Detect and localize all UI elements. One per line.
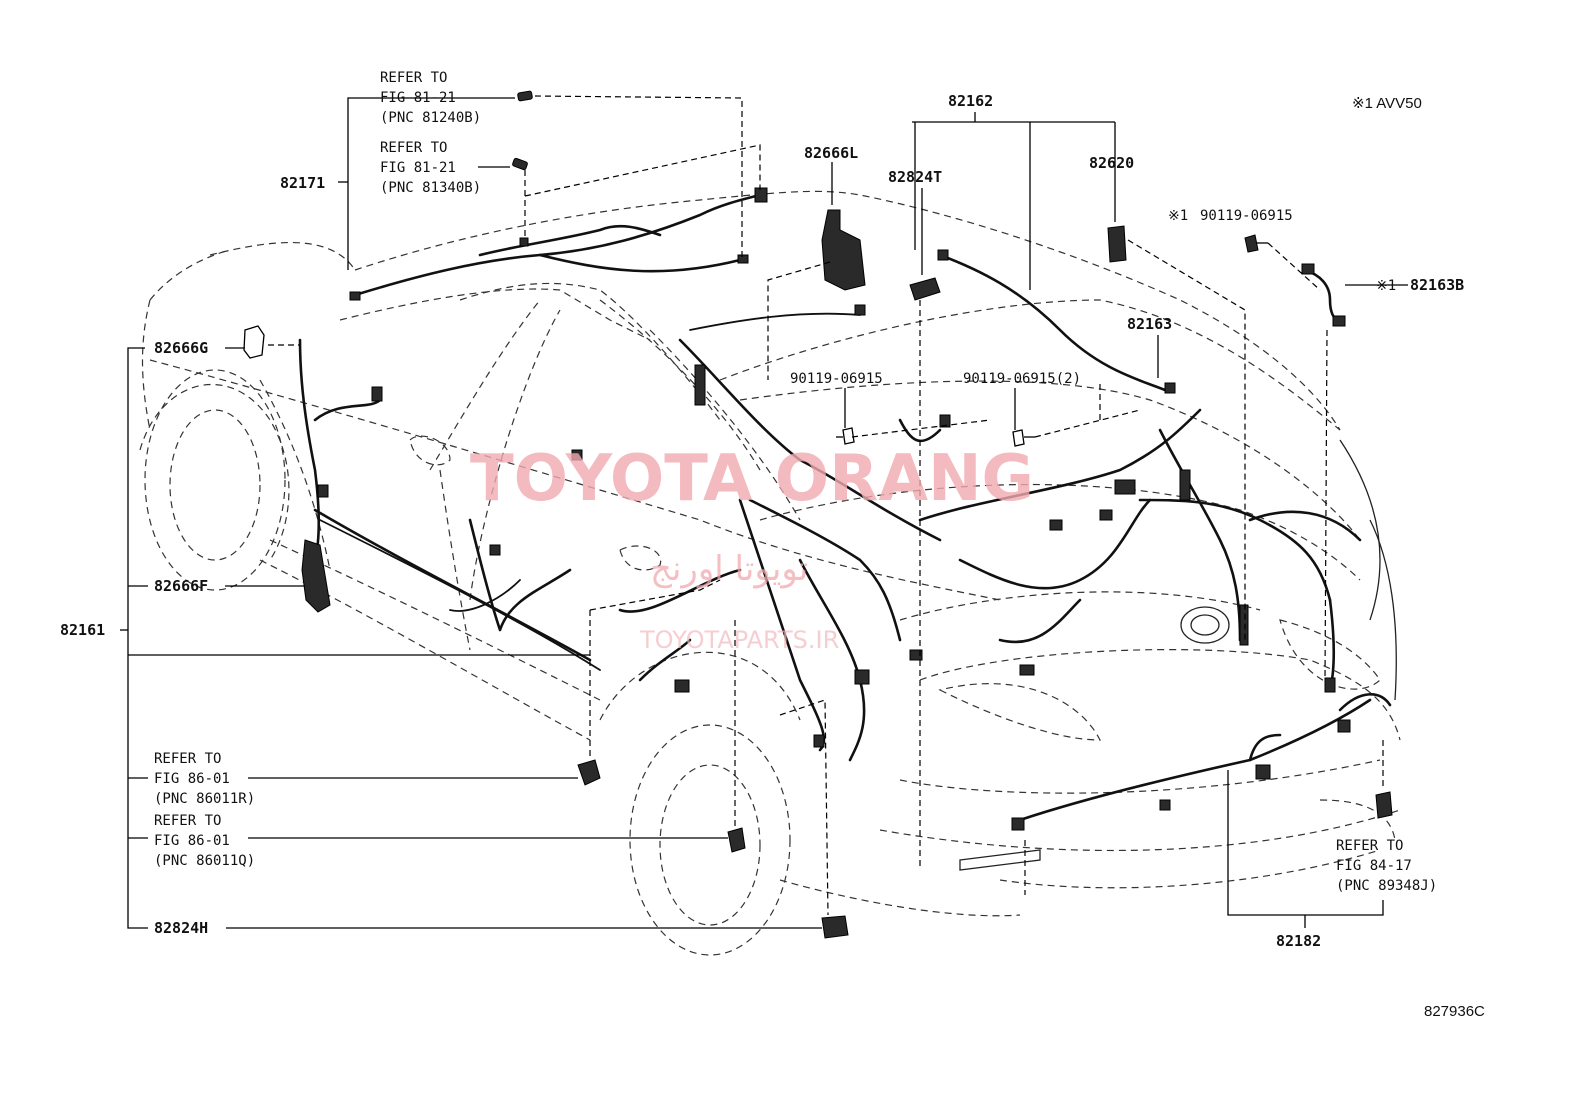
ref4-line2: FIG 86-01 xyxy=(154,833,230,849)
ref3-line2: FIG 86-01 xyxy=(154,771,230,787)
ref5-line2: FIG 84-17 xyxy=(1336,858,1412,874)
label-82666F: 82666F xyxy=(154,577,208,595)
ref2-line3: (PNC 81340B) xyxy=(380,180,481,196)
label-82163: 82163 xyxy=(1127,315,1172,333)
ref3-line1: REFER TO xyxy=(154,751,221,767)
ref1-line3: (PNC 81240B) xyxy=(380,110,481,126)
label-82666L: 82666L xyxy=(804,144,858,162)
watermark-site: TOYOTAPARTS.IR xyxy=(639,626,839,654)
leader-lines xyxy=(120,95,1408,929)
diagram-code: 827936C xyxy=(1424,1003,1485,1020)
label-bolt-mid: 90119-06915(2) xyxy=(963,371,1081,387)
car-body-outline xyxy=(139,190,1401,956)
note-marker-bolt: ※1 xyxy=(1168,208,1188,224)
label-82163B: 82163B xyxy=(1410,276,1464,294)
brackets xyxy=(243,209,1393,939)
label-82161: 82161 xyxy=(60,621,105,639)
label-82666G: 82666G xyxy=(154,339,208,357)
label-82824H: 82824H xyxy=(154,919,208,937)
wire-harness-body xyxy=(298,338,1392,822)
connectors xyxy=(317,90,1351,831)
label-82162: 82162 xyxy=(948,92,993,110)
label-82620: 82620 xyxy=(1089,154,1134,172)
label-82182: 82182 xyxy=(1276,932,1321,950)
ref4-line3: (PNC 86011Q) xyxy=(154,853,255,869)
ref4-line1: REFER TO xyxy=(154,813,221,829)
ref3-line3: (PNC 86011R) xyxy=(154,791,255,807)
watermark-main: TOYOTA ORANG xyxy=(470,442,1034,516)
wire-harness-roof xyxy=(353,193,1167,392)
ref2-line1: REFER TO xyxy=(380,140,447,156)
note-avv50: ※1 AVV50 xyxy=(1352,95,1422,112)
labels: REFER TO FIG 81-21 (PNC 81240B) REFER TO… xyxy=(60,70,1485,1020)
label-82171: 82171 xyxy=(280,174,325,192)
watermark-arabic: تويوتا اورنج xyxy=(650,549,808,589)
ref1-line1: REFER TO xyxy=(380,70,447,86)
ref1-line2: FIG 81-21 xyxy=(380,90,456,106)
label-bolt-left: 90119-06915 xyxy=(790,371,883,387)
label-82824T: 82824T xyxy=(888,168,942,186)
note-marker-82163B: ※1 xyxy=(1376,278,1396,294)
ref2-line2: FIG 81-21 xyxy=(380,160,456,176)
label-bolt-right: 90119-06915 xyxy=(1200,208,1293,224)
ref5-line3: (PNC 89348J) xyxy=(1336,878,1437,894)
watermark: TOYOTA ORANG تويوتا اورنج TOYOTAPARTS.IR xyxy=(470,442,1034,654)
ref5-line1: REFER TO xyxy=(1336,838,1403,854)
